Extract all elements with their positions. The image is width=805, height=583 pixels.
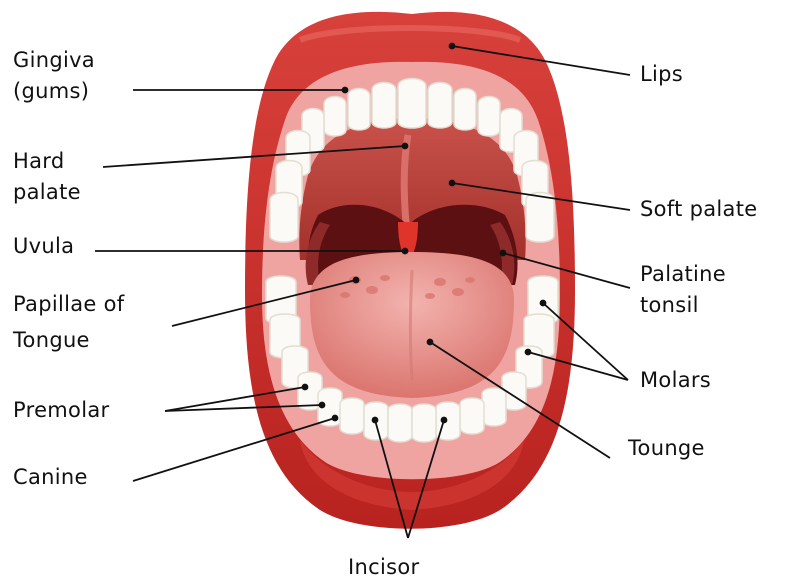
- label-tounge: Tounge: [628, 433, 705, 464]
- label-papillae-line2: Tongue: [13, 325, 90, 356]
- label-canine: Canine: [13, 462, 88, 493]
- label-incisor: Incisor: [348, 552, 419, 583]
- label-hard-palate-line1: Hard: [13, 146, 64, 177]
- label-papillae-line1: Papillae of: [13, 289, 124, 320]
- label-lips: Lips: [640, 59, 683, 90]
- label-molars: Molars: [640, 365, 711, 396]
- label-uvula: Uvula: [13, 231, 74, 262]
- label-soft-palate: Soft palate: [640, 194, 757, 225]
- label-palatine-line2: tonsil: [640, 290, 699, 321]
- label-gingiva-line1: Gingiva: [13, 45, 95, 76]
- label-premolar: Premolar: [13, 395, 109, 426]
- label-hard-palate-line2: palate: [13, 177, 81, 208]
- label-gingiva-line2: (gums): [13, 76, 89, 107]
- label-palatine-line1: Palatine: [640, 259, 726, 290]
